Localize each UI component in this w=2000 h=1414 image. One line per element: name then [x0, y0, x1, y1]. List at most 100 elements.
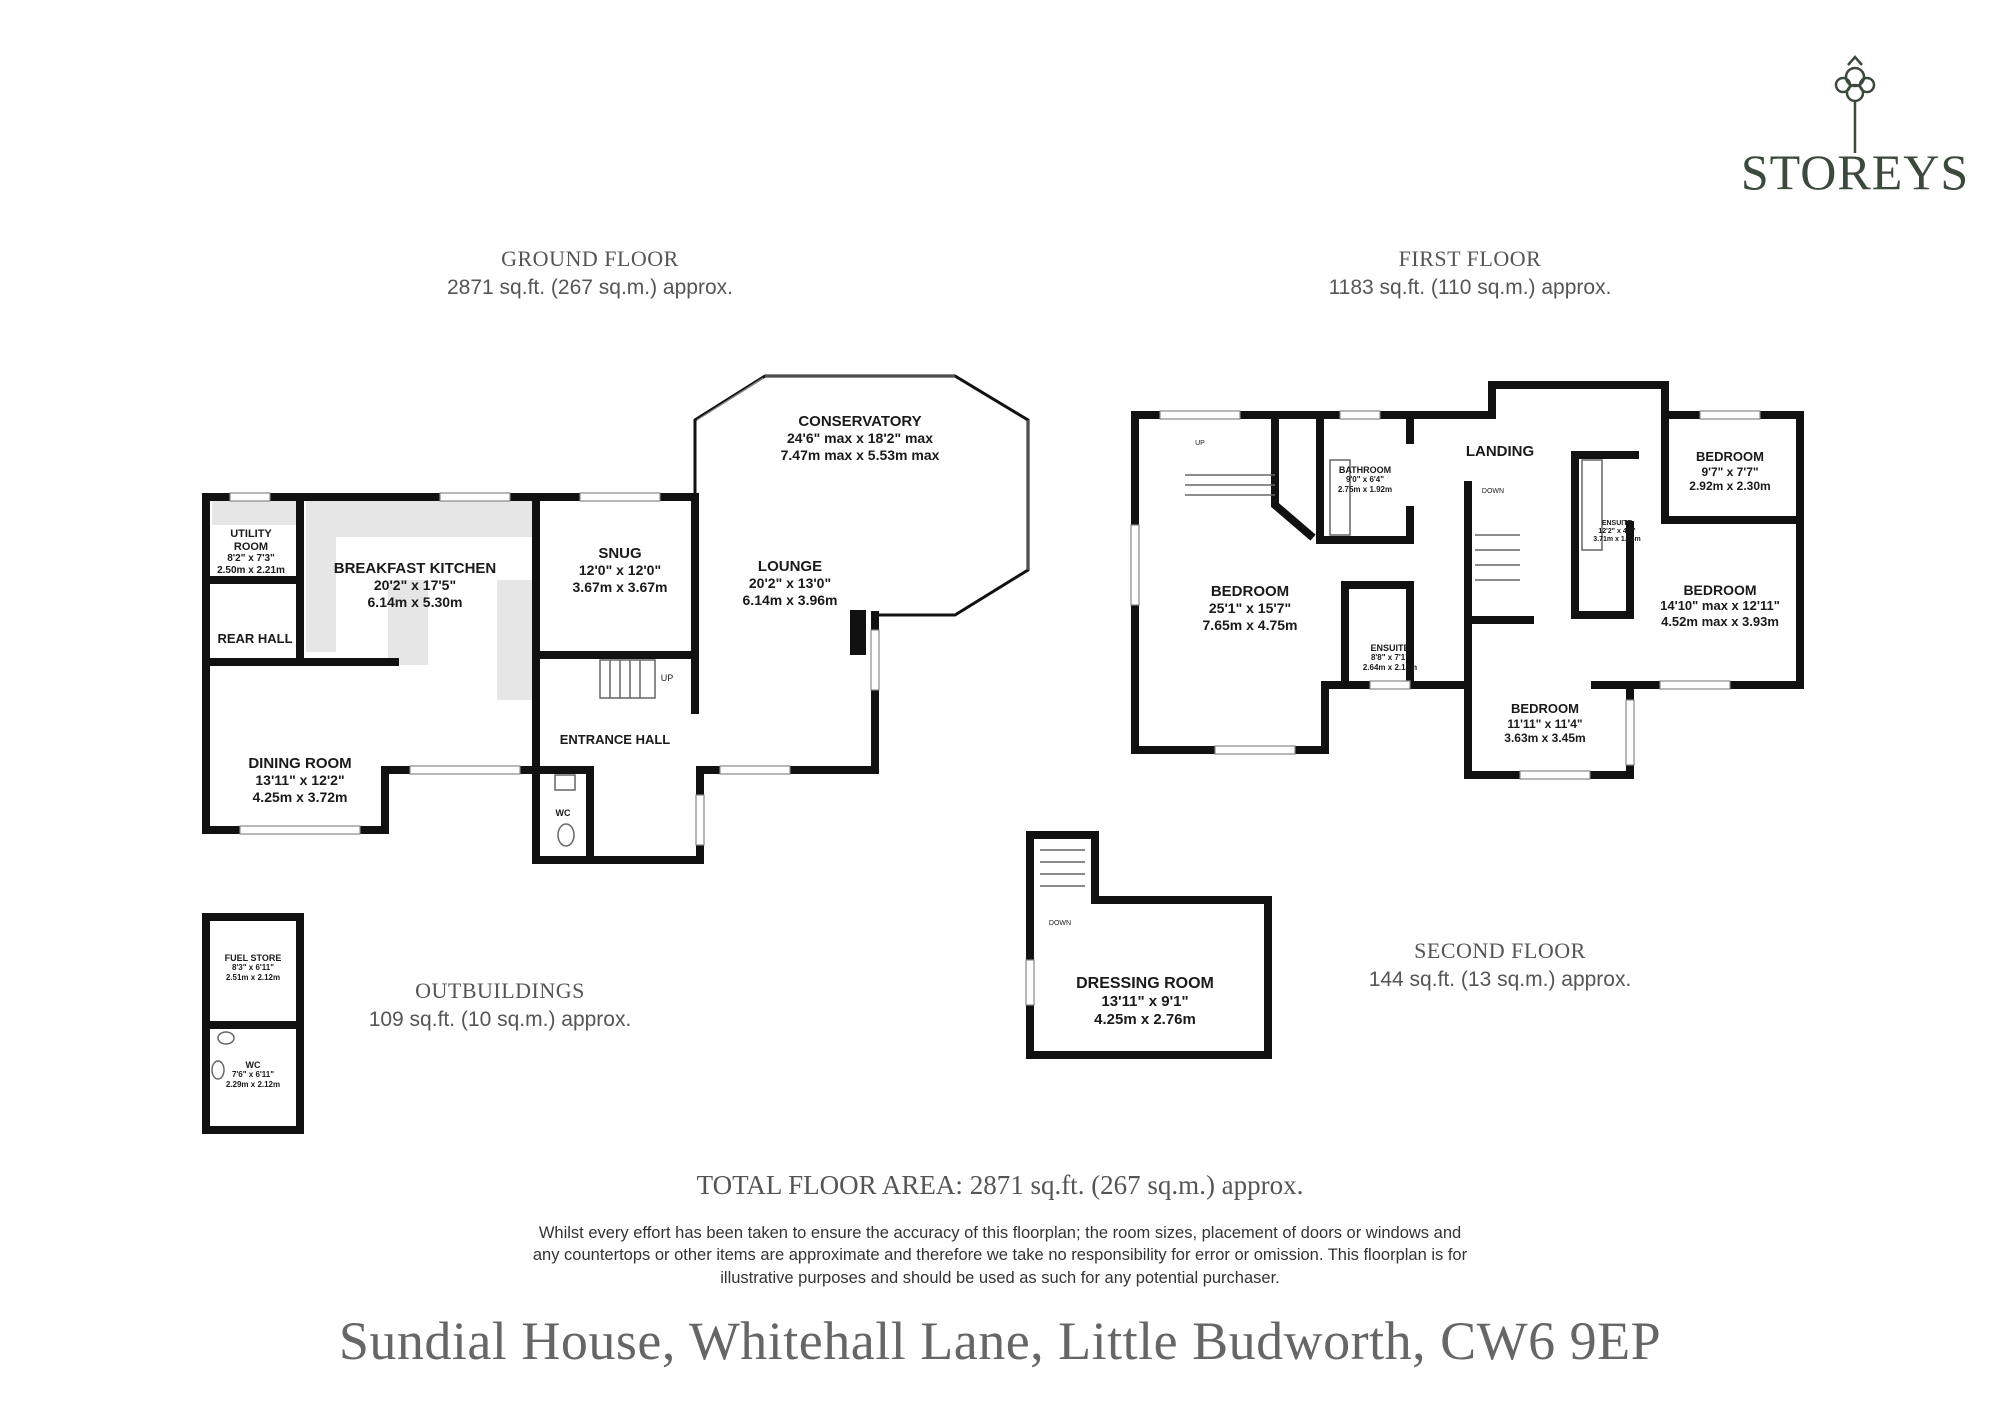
total-value: 2871 sq.ft. (267 sq.m.) approx.	[969, 1170, 1304, 1200]
room-name: UTILITY ROOM	[230, 528, 272, 553]
room-dim-metric: 4.25m x 3.72m	[252, 789, 348, 806]
room-entrance-hall: ENTRANCE HALL	[545, 732, 685, 748]
room-bedroom-small: BEDROOM 9'7" x 7'7" 2.92m x 2.30m	[1680, 449, 1780, 494]
room-name: FUEL STORE	[224, 953, 282, 963]
room-bathroom: BATHROOM 9'0" x 6'4" 2.75m x 1.92m	[1330, 465, 1400, 495]
room-dim-metric: 2.50m x 2.21m	[217, 565, 285, 577]
room-dim-metric: 2.64m x 2.15m	[1362, 662, 1418, 672]
room-dim-metric: 6.14m x 3.96m	[742, 592, 838, 609]
stairs-up-ground: UP	[657, 673, 677, 683]
room-dim-metric: 3.67m x 3.67m	[572, 579, 668, 596]
room-fuel-store: FUEL STORE 8'3" x 6'11" 2.51m x 2.12m	[214, 953, 292, 983]
room-dressing: DRESSING ROOM 13'11" x 9'1" 4.25m x 2.76…	[1065, 975, 1225, 1029]
outbuildings-title: OUTBUILDINGS	[415, 978, 585, 1003]
room-name: ENSUITE	[1601, 520, 1633, 527]
room-bedroom-main: BEDROOM 25'1" x 15'7" 7.65m x 4.75m	[1175, 583, 1325, 634]
room-conservatory: CONSERVATORY 24'6" max x 18'2" max 7.47m…	[780, 413, 940, 464]
room-breakfast-kitchen: BREAKFAST KITCHEN 20'2" x 17'5" 6.14m x …	[330, 560, 500, 611]
room-dim-metric: 4.25m x 2.76m	[1094, 1011, 1196, 1029]
room-name: ENSUITE	[1370, 643, 1410, 653]
room-bedroom-right: BEDROOM 14'10" max x 12'11" 4.52m max x …	[1650, 582, 1790, 629]
room-dim-imperial: 7'6" x 6'11"	[231, 1070, 275, 1080]
room-utility: UTILITY ROOM 8'2" x 7'3" 2.50m x 2.21m	[212, 528, 290, 577]
stairs-label: UP	[660, 673, 674, 683]
room-dim-metric: 2.92m x 2.30m	[1689, 479, 1771, 494]
room-wc-out: WC 7'6" x 6'11" 2.29m x 2.12m	[214, 1060, 292, 1090]
stairs-label: DOWN	[1481, 488, 1505, 495]
outbuildings-area: 109 sq.ft. (10 sq.m.) approx.	[368, 1008, 632, 1031]
key-emblem-icon	[1834, 55, 1876, 153]
room-landing: LANDING	[1460, 443, 1540, 460]
room-dim-metric: 7.65m x 4.75m	[1202, 617, 1298, 634]
first-floor-title: FIRST FLOOR	[1398, 246, 1542, 271]
room-dim-metric: 3.63m x 3.45m	[1504, 731, 1586, 746]
stairs-label: DOWN	[1048, 920, 1072, 927]
room-name: CONSERVATORY	[798, 413, 922, 430]
room-name: BEDROOM	[1683, 582, 1757, 598]
room-dim-imperial: 12'0" x 12'0"	[578, 562, 662, 579]
room-ensuite-1: ENSUITE 8'8" x 7'1" 2.64m x 2.15m	[1355, 643, 1425, 673]
total-floor-area: TOTAL FLOOR AREA: 2871 sq.ft. (267 sq.m.…	[400, 1170, 1600, 1201]
room-dim-imperial: 24'6" max x 18'2" max	[786, 430, 934, 447]
room-dim-imperial: 20'2" x 13'0"	[748, 575, 832, 592]
second-floor-area: 144 sq.ft. (13 sq.m.) approx.	[1368, 968, 1632, 991]
stairs-up-first: UP	[1190, 440, 1210, 448]
room-dim-metric: 3.71m x 1.24m	[1593, 536, 1641, 544]
room-dim-imperial: 12'2" x 4'1"	[1598, 528, 1636, 536]
ground-floor-plan	[202, 374, 1030, 864]
room-name: REAR HALL	[217, 631, 293, 646]
room-wc-ground: WC	[548, 808, 578, 818]
room-dim-imperial: 8'8" x 7'1"	[1370, 653, 1410, 663]
room-dim-metric: 2.51m x 2.12m	[225, 972, 281, 982]
room-dim-metric: 2.75m x 1.92m	[1337, 484, 1393, 494]
disclaimer: Whilst every effort has been taken to en…	[532, 1224, 1468, 1287]
room-dim-imperial: 13'11" x 12'2"	[255, 772, 345, 789]
room-name: SNUG	[598, 545, 642, 562]
room-dim-imperial: 8'2" x 7'3"	[227, 553, 275, 565]
outbuildings-plan	[202, 913, 304, 1134]
room-dining: DINING ROOM 13'11" x 12'2" 4.25m x 3.72m	[225, 755, 375, 806]
room-name: WC	[245, 1060, 261, 1070]
room-name: BEDROOM	[1511, 701, 1579, 716]
room-dim-metric: 2.29m x 2.12m	[225, 1079, 281, 1089]
room-dim-imperial: 9'0" x 6'4"	[1345, 475, 1385, 485]
room-name: LOUNGE	[757, 558, 823, 575]
brand-name: STOREYS	[1740, 144, 1970, 200]
room-ensuite-2: ENSUITE 12'2" x 4'1" 3.71m x 1.24m	[1592, 520, 1642, 545]
first-floor-plan	[1130, 381, 1804, 780]
room-bedroom-mid: BEDROOM 11'11" x 11'4" 3.63m x 3.45m	[1490, 701, 1600, 746]
room-dim-imperial: 8'3" x 6'11"	[231, 963, 275, 973]
room-name: DRESSING ROOM	[1076, 975, 1214, 992]
room-name: WC	[555, 808, 571, 818]
room-dim-metric: 6.14m x 5.30m	[367, 594, 463, 611]
room-name: BREAKFAST KITCHEN	[333, 560, 497, 577]
second-floor-plan	[1025, 831, 1272, 1059]
total-label: TOTAL FLOOR AREA:	[696, 1170, 963, 1200]
room-name: DINING ROOM	[248, 755, 352, 772]
room-name: ENTRANCE HALL	[559, 732, 671, 747]
room-dim-metric: 4.52m max x 3.93m	[1661, 613, 1779, 629]
stairs-down-first: DOWN	[1478, 488, 1508, 496]
property-address: Sundial House, Whitehall Lane, Little Bu…	[338, 1311, 1662, 1371]
room-dim-imperial: 13'11" x 9'1"	[1101, 993, 1189, 1011]
room-name: LANDING	[1465, 443, 1535, 460]
ground-floor-title: GROUND FLOOR	[501, 246, 679, 271]
second-floor-title: SECOND FLOOR	[1414, 938, 1586, 963]
room-rear-hall: REAR HALL	[210, 631, 300, 647]
first-floor-area: 1183 sq.ft. (110 sq.m.) approx.	[1328, 276, 1612, 299]
room-dim-imperial: 11'11" x 11'4"	[1507, 716, 1583, 731]
room-dim-metric: 7.47m max x 5.53m max	[780, 447, 940, 464]
ground-floor-area: 2871 sq.ft. (267 sq.m.) approx.	[447, 276, 733, 299]
stairs-down-second: DOWN	[1045, 920, 1075, 928]
room-name: BATHROOM	[1338, 465, 1392, 475]
room-name: BEDROOM	[1696, 449, 1764, 464]
room-dim-imperial: 9'7" x 7'7"	[1701, 464, 1759, 479]
room-name: BEDROOM	[1210, 583, 1290, 600]
room-dim-imperial: 14'10" max x 12'11"	[1660, 598, 1780, 614]
room-lounge: LOUNGE 20'2" x 13'0" 6.14m x 3.96m	[725, 558, 855, 609]
room-dim-imperial: 25'1" x 15'7"	[1208, 600, 1292, 617]
stairs-label: UP	[1195, 440, 1205, 447]
logo: STOREYS	[1740, 55, 1970, 205]
room-dim-imperial: 20'2" x 17'5"	[373, 577, 457, 594]
